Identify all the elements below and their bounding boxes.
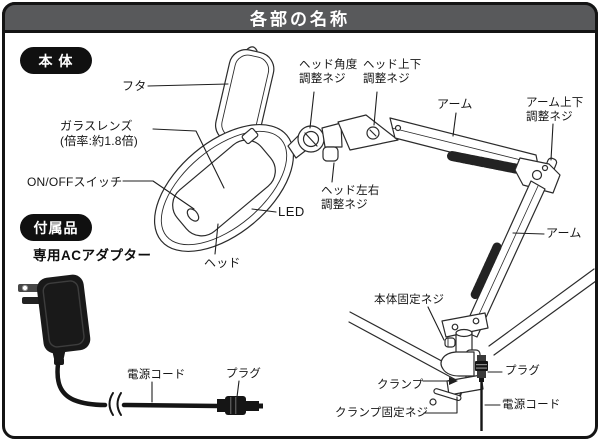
dc-plug-drawing (217, 396, 263, 415)
body-fixing-screw-drawing (444, 337, 456, 348)
ac-adapter-drawing (18, 274, 263, 416)
label-head-leftright-screw: ヘッド左右 調整ネジ (321, 185, 380, 212)
label-body-fixing-screw: 本体固定ネジ (374, 294, 445, 306)
lower-arm-drawing (462, 180, 546, 338)
label-head-updown-screw: ヘッド上下 調整ネジ (363, 59, 422, 86)
label-clamp: クランプ (377, 379, 424, 391)
label-clamp-fixing-screw: クランプ固定ネジ (335, 407, 429, 419)
leader-lines (122, 83, 554, 414)
page-title: 各部の名称 (250, 10, 350, 29)
label-head: ヘッド (204, 256, 241, 270)
label-plug-clamp: プラグ (505, 365, 541, 377)
lid-drawing (215, 46, 275, 146)
elbow-joint-drawing (514, 157, 561, 194)
accessory-name-label: 専用ACアダプター (33, 248, 152, 263)
label-power-cord-clamp: 電源コード (502, 399, 561, 411)
label-on-off-switch: ON/OFFスイッチ (27, 175, 123, 189)
label-arm-upper: アーム (437, 97, 473, 111)
section-badge-body: 本 体 (20, 47, 92, 74)
head-leftright-screw-drawing (322, 146, 339, 162)
head-joint-drawing (287, 114, 399, 162)
clamp-drawing (429, 312, 489, 406)
label-arm-updown-screw: アーム上下 調整ネジ (526, 97, 584, 124)
label-glass-lens: ガラスレンズ (倍率:約1.8倍) (60, 119, 139, 148)
label-power-cord-adapter: 電源コード (127, 369, 186, 381)
label-head-angle-screw: ヘッド角度 調整ネジ (299, 59, 358, 86)
clamp-plug-cord-drawing (475, 355, 488, 431)
title-bar: 各部の名称 (2, 2, 598, 33)
label-led: LED (278, 204, 305, 219)
section-badge-accessories: 付属品 (20, 214, 92, 241)
label-lid: フタ (122, 79, 147, 93)
accessories-badge-label: 付属品 (33, 219, 79, 236)
label-plug-adapter: プラグ (226, 368, 262, 380)
on-off-switch-drawing (186, 208, 200, 222)
body-badge-label: 本 体 (38, 52, 74, 69)
label-arm-lower: アーム (546, 226, 582, 240)
clamp-fixing-screw-drawing (433, 388, 462, 402)
lower-arm-spring (470, 242, 502, 300)
